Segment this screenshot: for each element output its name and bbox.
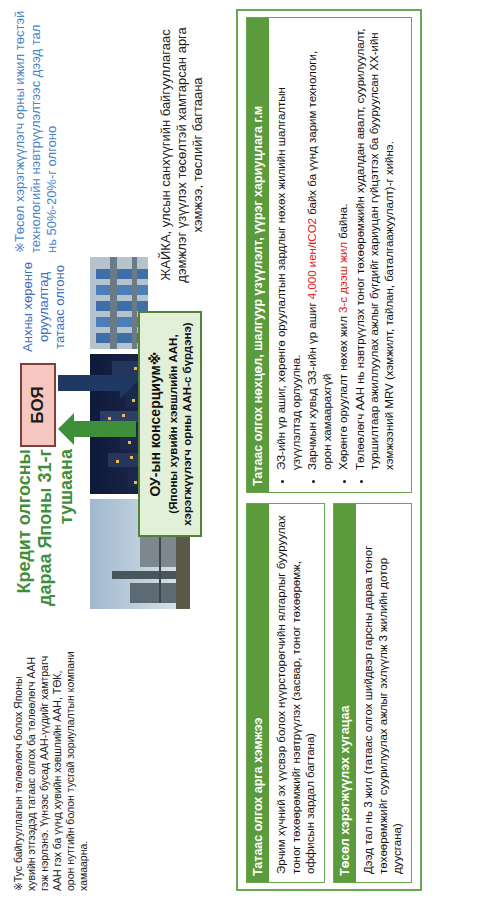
bullet-text: байна. (337, 204, 349, 239)
block-arrow (58, 413, 136, 445)
section-heading: Татаас олгох арга хэмжээ (247, 504, 269, 882)
section-body: Дээд тал нь 3 жил (татаас олгох шийдвэр … (356, 504, 411, 882)
section-heading: Төсөл хэрэгжүүлэх хугацаа (334, 504, 356, 882)
bullet-list: ЭЗ-ийн үр ашиг, хөрөнгө оруулалтын зардл… (269, 18, 404, 492)
bullet-text: ЭЗ-ийн үр ашиг, хөрөнгө оруулалтын зардл… (275, 87, 302, 470)
highlight-text: 3-с дээш жил (337, 242, 349, 313)
bullet-item: Зарчмын хувьд ЭЗ-ийн үр ашиг 4,000 иен/tC… (305, 26, 334, 470)
box-text: (Японы хувийн хэвшлийн ААН, хэрэгжүүлэгч… (166, 321, 194, 527)
footnote: ※Тус байгууллагын төлөөлөгч болох Японы … (12, 645, 90, 891)
jica-note: ЖАЙКА, улсын санхүүгийн байгууллагаас дэ… (158, 7, 206, 303)
measure-box: Татаас олгох арга хэмжээЭрчим хүчний эх … (246, 503, 325, 883)
bullet-text: Зарчмын хувьд ЭЗ-ийн үр ашиг (306, 302, 318, 470)
conditions-box: Татаас олгох нөхцөл, шалгуур үзүүлэлт, ү… (246, 17, 412, 493)
period-box: Төсөл хэрэгжүүлэх хугацааДээд тал нь 3 ж… (333, 503, 412, 883)
highlight-text: 4,000 иен/tCO2 (306, 218, 318, 299)
subsidy-note: ※Төсөл хэрэгжүүлэгч орны ижил төстэй тех… (12, 9, 60, 253)
bullet-text: Төлөөлөгч ААН нь нэвтрүүлэх тоног төхөөр… (354, 29, 395, 470)
bullet-item: Төлөөлөгч ААН нь нэвтрүүлэх тоног төхөөр… (353, 26, 397, 470)
agency-box: БОЯ (20, 363, 56, 447)
subsidy-label: Анхны хөрөнгө оруулалтад татаас олгоно (20, 255, 68, 359)
section-heading: Татаас олгох нөхцөл, шалгуур үзүүлэлт, ү… (247, 18, 269, 492)
bullet-item: Хөрөнгө оруулалт нөхөх жил 3-с дээш жил ба… (336, 26, 351, 470)
bullet-text: Хөрөнгө оруулалт нөхөх жил (337, 316, 349, 470)
consortium-box: ОУ-ын консерциум※(Японы хувийн хэвшлийн … (138, 311, 202, 537)
box-text: БОЯ (28, 369, 48, 441)
bullet-item: ЭЗ-ийн үр ашиг, хөрөнгө оруулалтын зардл… (274, 26, 303, 470)
block-arrow (58, 367, 136, 399)
section-body: Эрчим хүчний эх үүсвэр болох нүүрсторөгч… (269, 504, 324, 882)
credit-label: Кредит олгосны дараа Японы 31-г тушаана (14, 449, 77, 641)
box-text: ОУ-ын консерциум※ (146, 321, 164, 527)
